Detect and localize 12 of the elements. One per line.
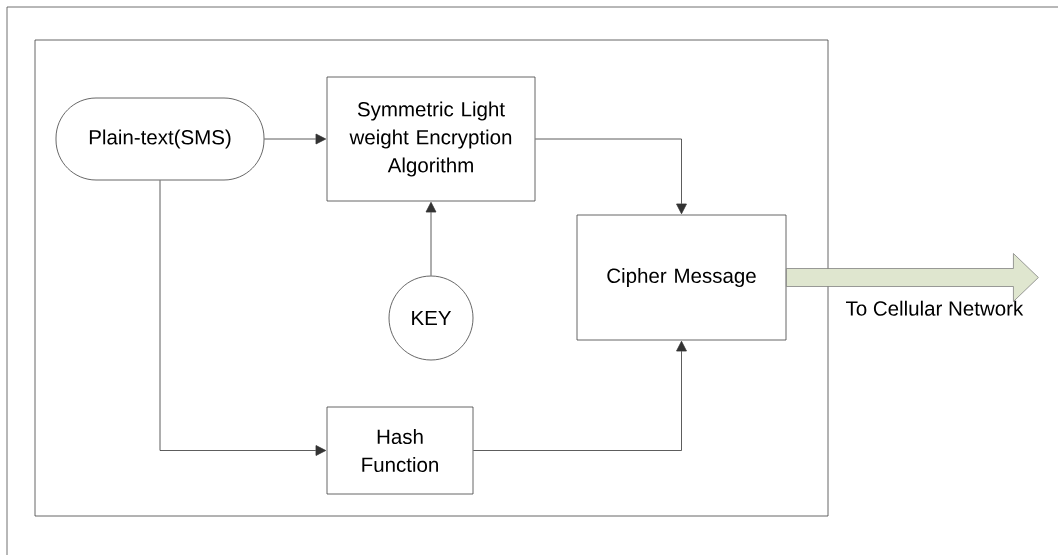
arrow — [264, 133, 327, 145]
boundary-box — [34, 39, 829, 517]
arrow — [473, 340, 687, 451]
arrow — [425, 201, 437, 276]
arrow — [159, 180, 327, 456]
edge-label: To Cellular Network — [846, 300, 1024, 316]
arrow — [535, 138, 687, 215]
block-arrow — [786, 253, 1039, 302]
process-box: Cipher Message — [576, 214, 787, 341]
process-box: Hash Function — [326, 406, 474, 495]
process-box: Symmetric Light weight Encryption Algorithm — [326, 76, 536, 202]
terminal-box: Plain-text(SMS) — [55, 97, 265, 181]
